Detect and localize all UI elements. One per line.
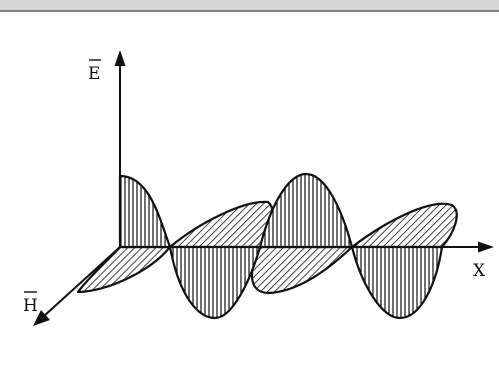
e-wave-lobe-2 bbox=[168, 245, 262, 320]
top-strip bbox=[0, 0, 499, 11]
x-axis-label: X bbox=[473, 261, 486, 281]
h-wave-lobe-4 bbox=[350, 202, 458, 249]
x-axis-arrowhead bbox=[478, 241, 494, 253]
h-axis-line bbox=[43, 246, 121, 317]
h-wave-lobe-1 bbox=[76, 245, 172, 294]
e-axis-arrowhead bbox=[114, 50, 126, 66]
e-axis-label: E bbox=[88, 64, 100, 84]
e-wave-lobe-1 bbox=[118, 174, 172, 249]
h-axis-label: H bbox=[23, 296, 38, 316]
e-axis-label-group: E bbox=[88, 59, 101, 84]
h-axis-arrowhead bbox=[33, 310, 50, 326]
e-wave-lobe-3 bbox=[258, 172, 354, 249]
h-wave-lobe-3 bbox=[251, 245, 354, 295]
e-wave-lobe-4 bbox=[350, 245, 444, 320]
h-axis-label-group: H bbox=[23, 291, 38, 316]
electric-field-wave bbox=[118, 172, 444, 320]
h-wave-lobe-2 bbox=[168, 200, 274, 249]
